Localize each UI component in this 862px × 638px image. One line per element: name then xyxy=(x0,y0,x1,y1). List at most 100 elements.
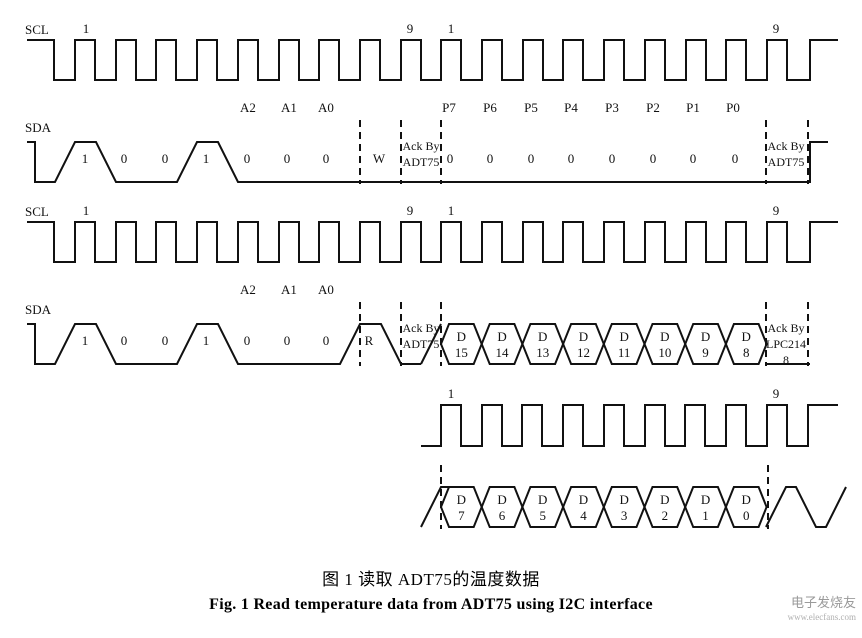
clock-count-label: 1 xyxy=(448,386,455,401)
sda-bit-value: 0 xyxy=(323,151,330,166)
sda-bit-value: 1 xyxy=(203,333,210,348)
data-bit-label: 2 xyxy=(662,508,669,523)
sda-bit-value: R xyxy=(365,333,374,348)
pointer-bit-label: P2 xyxy=(646,100,660,115)
sda-bit-value: 0 xyxy=(284,333,291,348)
sda-bit-value: 0 xyxy=(284,151,291,166)
sda-bit-value: 0 xyxy=(244,151,251,166)
clock-count-label: 9 xyxy=(773,203,780,218)
data-bit-label: D xyxy=(497,492,506,507)
clock-count-label: 1 xyxy=(448,21,455,36)
scl-waveform xyxy=(421,404,838,447)
sda-bit-value: 0 xyxy=(121,333,128,348)
data-bit-label: 3 xyxy=(621,508,628,523)
sda-bit-value: 0 xyxy=(447,151,454,166)
ack-label: Ack By xyxy=(768,139,805,153)
data-bit-cell xyxy=(724,486,768,528)
sda-label: SDA xyxy=(25,120,52,135)
data-bit-label: 14 xyxy=(496,345,510,360)
ack-label: ADT75 xyxy=(403,155,440,169)
clock-count-label: 9 xyxy=(407,21,414,36)
clock-count-label: 9 xyxy=(773,386,780,401)
figure-caption-chinese: 图 1 读取 ADT75的温度数据 xyxy=(322,570,540,589)
sda-waveform xyxy=(765,486,847,528)
address-bit-label: A2 xyxy=(240,282,256,297)
sda-bit-value: 0 xyxy=(568,151,575,166)
ack-label: Ack By xyxy=(768,321,805,335)
data-bit-label: 7 xyxy=(458,508,465,523)
address-bit-label: A1 xyxy=(281,100,297,115)
data-bit-label: 5 xyxy=(540,508,547,523)
sda-waveform xyxy=(27,323,421,365)
data-bit-label: D xyxy=(579,492,588,507)
scl-waveform xyxy=(27,221,838,263)
data-bit-label: 1 xyxy=(702,508,709,523)
pointer-bit-label: P4 xyxy=(564,100,578,115)
scl-label: SCL xyxy=(25,204,49,219)
data-bit-label: D xyxy=(619,492,628,507)
data-bit-label: 12 xyxy=(577,345,590,360)
clock-count-label: 1 xyxy=(448,203,455,218)
sda-bit-value: 0 xyxy=(528,151,535,166)
sda-bit-value: 0 xyxy=(732,151,739,166)
data-bit-label: 15 xyxy=(455,345,468,360)
clock-count-label: 1 xyxy=(83,203,90,218)
watermark-name: 电子发烧友 xyxy=(790,595,856,610)
data-bit-label: D xyxy=(497,329,506,344)
ack-label: Ack By xyxy=(403,321,440,335)
clock-count-label: 9 xyxy=(407,203,414,218)
scl-waveform xyxy=(27,39,838,81)
address-bit-label: A0 xyxy=(318,100,334,115)
scl-label: SCL xyxy=(25,22,49,37)
data-bit-label: 11 xyxy=(618,345,631,360)
data-bit-label: D xyxy=(457,329,466,344)
data-bit-label: 4 xyxy=(580,508,587,523)
data-bit-label: 0 xyxy=(743,508,750,523)
sda-bit-value: 0 xyxy=(650,151,657,166)
sda-bit-value: 1 xyxy=(203,151,210,166)
sda-bit-value: 0 xyxy=(244,333,251,348)
address-bit-label: A1 xyxy=(281,282,297,297)
pointer-bit-label: P3 xyxy=(605,100,619,115)
sda-bit-value: 0 xyxy=(323,333,330,348)
data-bit-label: D xyxy=(538,329,547,344)
sda-waveform xyxy=(27,141,828,183)
address-bit-label: A0 xyxy=(318,282,334,297)
data-bit-label: D xyxy=(660,492,669,507)
ack-label: LPC214 xyxy=(766,337,806,351)
sda-bit-value: 1 xyxy=(82,151,89,166)
data-bit-label: D xyxy=(538,492,547,507)
data-bit-label: D xyxy=(660,329,669,344)
data-bit-label: D xyxy=(701,492,710,507)
data-bit-label: D xyxy=(701,329,710,344)
data-bit-label: 13 xyxy=(536,345,549,360)
ack-label: ADT75 xyxy=(768,155,805,169)
pointer-bit-label: P7 xyxy=(442,100,456,115)
sda-label: SDA xyxy=(25,302,52,317)
data-bit-label: 6 xyxy=(499,508,506,523)
sda-waveform xyxy=(420,323,442,365)
pointer-bit-label: P0 xyxy=(726,100,740,115)
data-bit-label: 9 xyxy=(702,345,709,360)
sda-bit-value: 0 xyxy=(121,151,128,166)
data-bit-label: D xyxy=(457,492,466,507)
sda-bit-value: 1 xyxy=(82,333,89,348)
data-bit-label: D xyxy=(742,492,751,507)
sda-bit-value: W xyxy=(373,151,386,166)
clock-count-label: 1 xyxy=(83,21,90,36)
sda-bit-value: 0 xyxy=(609,151,616,166)
data-bit-label: D xyxy=(742,329,751,344)
pointer-bit-label: P6 xyxy=(483,100,497,115)
ack-label: ADT75 xyxy=(403,337,440,351)
sda-bit-value: 0 xyxy=(162,151,169,166)
data-bit-label: 10 xyxy=(658,345,671,360)
figure-caption-english: Fig. 1 Read temperature data from ADT75 … xyxy=(209,596,653,613)
watermark: 电子发烧友 www.elecfans.com xyxy=(788,596,856,624)
pointer-bit-label: P1 xyxy=(686,100,700,115)
data-bit-label: 8 xyxy=(743,345,750,360)
watermark-url: www.elecfans.com xyxy=(787,612,856,622)
data-bit-label: D xyxy=(619,329,628,344)
